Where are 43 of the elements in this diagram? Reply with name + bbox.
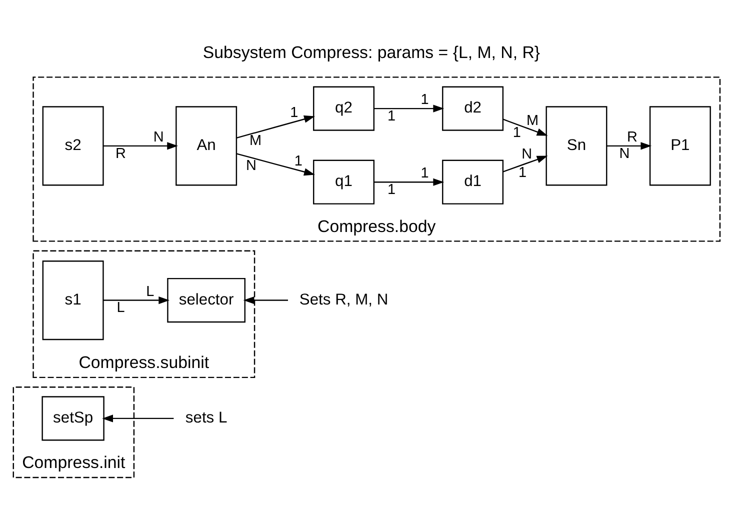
node-box: q2 — [313, 86, 375, 131]
node-text: sets L — [185, 410, 228, 427]
label: M — [526, 113, 538, 130]
node-box: d2 — [442, 86, 504, 131]
label: 1 — [518, 165, 527, 182]
arrow — [236, 153, 315, 176]
arrow — [103, 296, 170, 304]
arrow — [374, 178, 444, 186]
label: N — [246, 158, 256, 174]
label: 1 — [420, 166, 429, 182]
node-box: s2 — [42, 106, 104, 186]
arrow — [503, 156, 548, 172]
label: 1 — [294, 154, 302, 170]
arrow — [103, 142, 178, 150]
node-box: setSp — [42, 396, 104, 441]
label: N — [153, 130, 164, 146]
arrow — [236, 115, 315, 138]
label: 1 — [290, 105, 298, 122]
node-box: d1 — [442, 160, 504, 204]
label: N — [522, 146, 532, 162]
arrow — [243, 296, 288, 304]
label: 1 — [387, 108, 396, 124]
label: L — [116, 300, 125, 316]
arrow — [374, 104, 444, 112]
node-text: Sets R, M, N — [299, 291, 388, 308]
arrow — [503, 118, 548, 136]
label: 1 — [387, 182, 396, 198]
label: R — [627, 130, 638, 146]
label: L — [146, 284, 154, 300]
label: M — [249, 132, 262, 149]
node-box: s1 — [42, 260, 104, 340]
node-box: Sn — [546, 106, 608, 186]
node-box: P1 — [649, 106, 711, 186]
label: 1 — [420, 92, 429, 108]
diagram-title: Subsystem Compress: params = {L, M, N, R} — [202, 43, 540, 62]
label: R — [116, 146, 126, 162]
arrow — [607, 142, 652, 150]
node-box: q1 — [313, 160, 375, 204]
label: N — [619, 146, 630, 162]
node-box: selector — [167, 278, 246, 323]
node-box: An — [176, 106, 238, 186]
arrow — [102, 414, 174, 422]
label: 1 — [512, 124, 521, 141]
